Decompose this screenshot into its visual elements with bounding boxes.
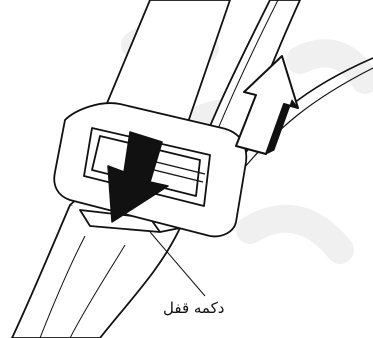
lock-button-label: دکمه قفل [163, 299, 224, 317]
